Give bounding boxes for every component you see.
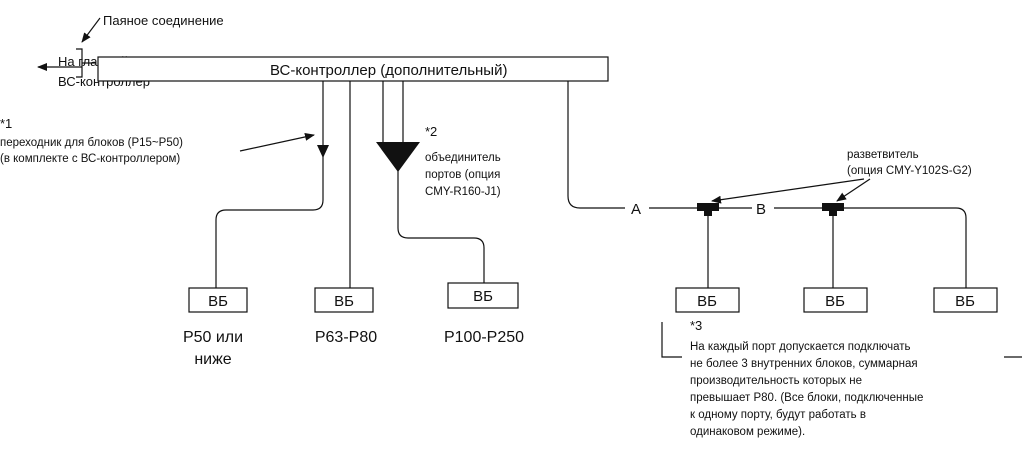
note1-mark: *1 <box>0 116 12 131</box>
splitter-label-line1: разветвитель <box>847 149 919 161</box>
note3-line3: производительность которых не <box>690 375 862 387</box>
solder-pointer-arrow <box>81 17 101 43</box>
segment-b-label: B <box>756 201 766 218</box>
caption-p50-line1: P50 или <box>183 329 243 346</box>
solder-joint-bracket <box>76 48 96 78</box>
indoor-unit-label: ВБ <box>473 288 493 305</box>
indoor-unit-label: ВБ <box>334 293 354 310</box>
note3-mark: *3 <box>690 318 702 333</box>
note3-line5: к одному порту, будут работать в <box>690 409 866 421</box>
indoor-unit-splitter-1: ВБ <box>675 287 740 313</box>
note2-line2: портов (опция <box>425 169 500 181</box>
branch-p100-line <box>382 81 485 283</box>
note3-line4: превышает P80. (Все блоки, подключенные <box>690 392 923 404</box>
note2-mark: *2 <box>425 124 437 139</box>
indoor-unit-label: ВБ <box>208 293 228 310</box>
port-merger-icon <box>376 142 420 172</box>
note3-line2: не более 3 внутренних блоков, суммарная <box>690 358 918 370</box>
indoor-unit-p100: ВБ <box>447 282 519 309</box>
solder-joint-label: Паяное соединение <box>103 13 224 28</box>
splitter-pointer-arrow-1 <box>711 178 865 204</box>
note3-bracket <box>661 322 1022 358</box>
splitter-pointer-arrow-2 <box>836 178 871 202</box>
splitter-label-line2: (опция CMY-Y102S-G2) <box>847 165 972 177</box>
note2-line1: объединитель <box>425 152 501 164</box>
note3-line6: одинаковом режиме). <box>690 426 805 438</box>
indoor-unit-label: ВБ <box>955 293 975 310</box>
branch-p50-line <box>215 81 324 288</box>
branch-splitter-line <box>567 81 967 288</box>
indoor-unit-splitter-3: ВБ <box>933 287 998 313</box>
indoor-unit-p63: ВБ <box>314 287 374 313</box>
sub-bc-controller-box <box>97 56 609 82</box>
indoor-unit-label: ВБ <box>697 293 717 310</box>
note3-line1: На каждый порт допускается подключать <box>690 341 911 353</box>
splitter-1-icon <box>697 203 719 216</box>
port-adapter-icon <box>317 145 329 158</box>
note1-line2: (в комплекте с ВС-контроллером) <box>0 153 180 165</box>
splitter-2-icon <box>822 203 844 216</box>
caption-p50-line2: ниже <box>194 351 231 368</box>
segment-a-label: A <box>631 201 641 218</box>
note2-line3: CMY-R160-J1) <box>425 186 501 198</box>
note1-pointer-arrow <box>239 132 315 152</box>
note1-line1: переходник для блоков (P15~P50) <box>0 137 183 149</box>
sub-bc-controller-label: ВС-контроллер (дополнительный) <box>270 62 507 79</box>
indoor-unit-splitter-2: ВБ <box>803 287 868 313</box>
indoor-unit-label: ВБ <box>825 293 845 310</box>
indoor-unit-p50: ВБ <box>188 287 248 313</box>
caption-p63: P63-P80 <box>315 329 377 346</box>
caption-p100: P100-P250 <box>444 329 524 346</box>
